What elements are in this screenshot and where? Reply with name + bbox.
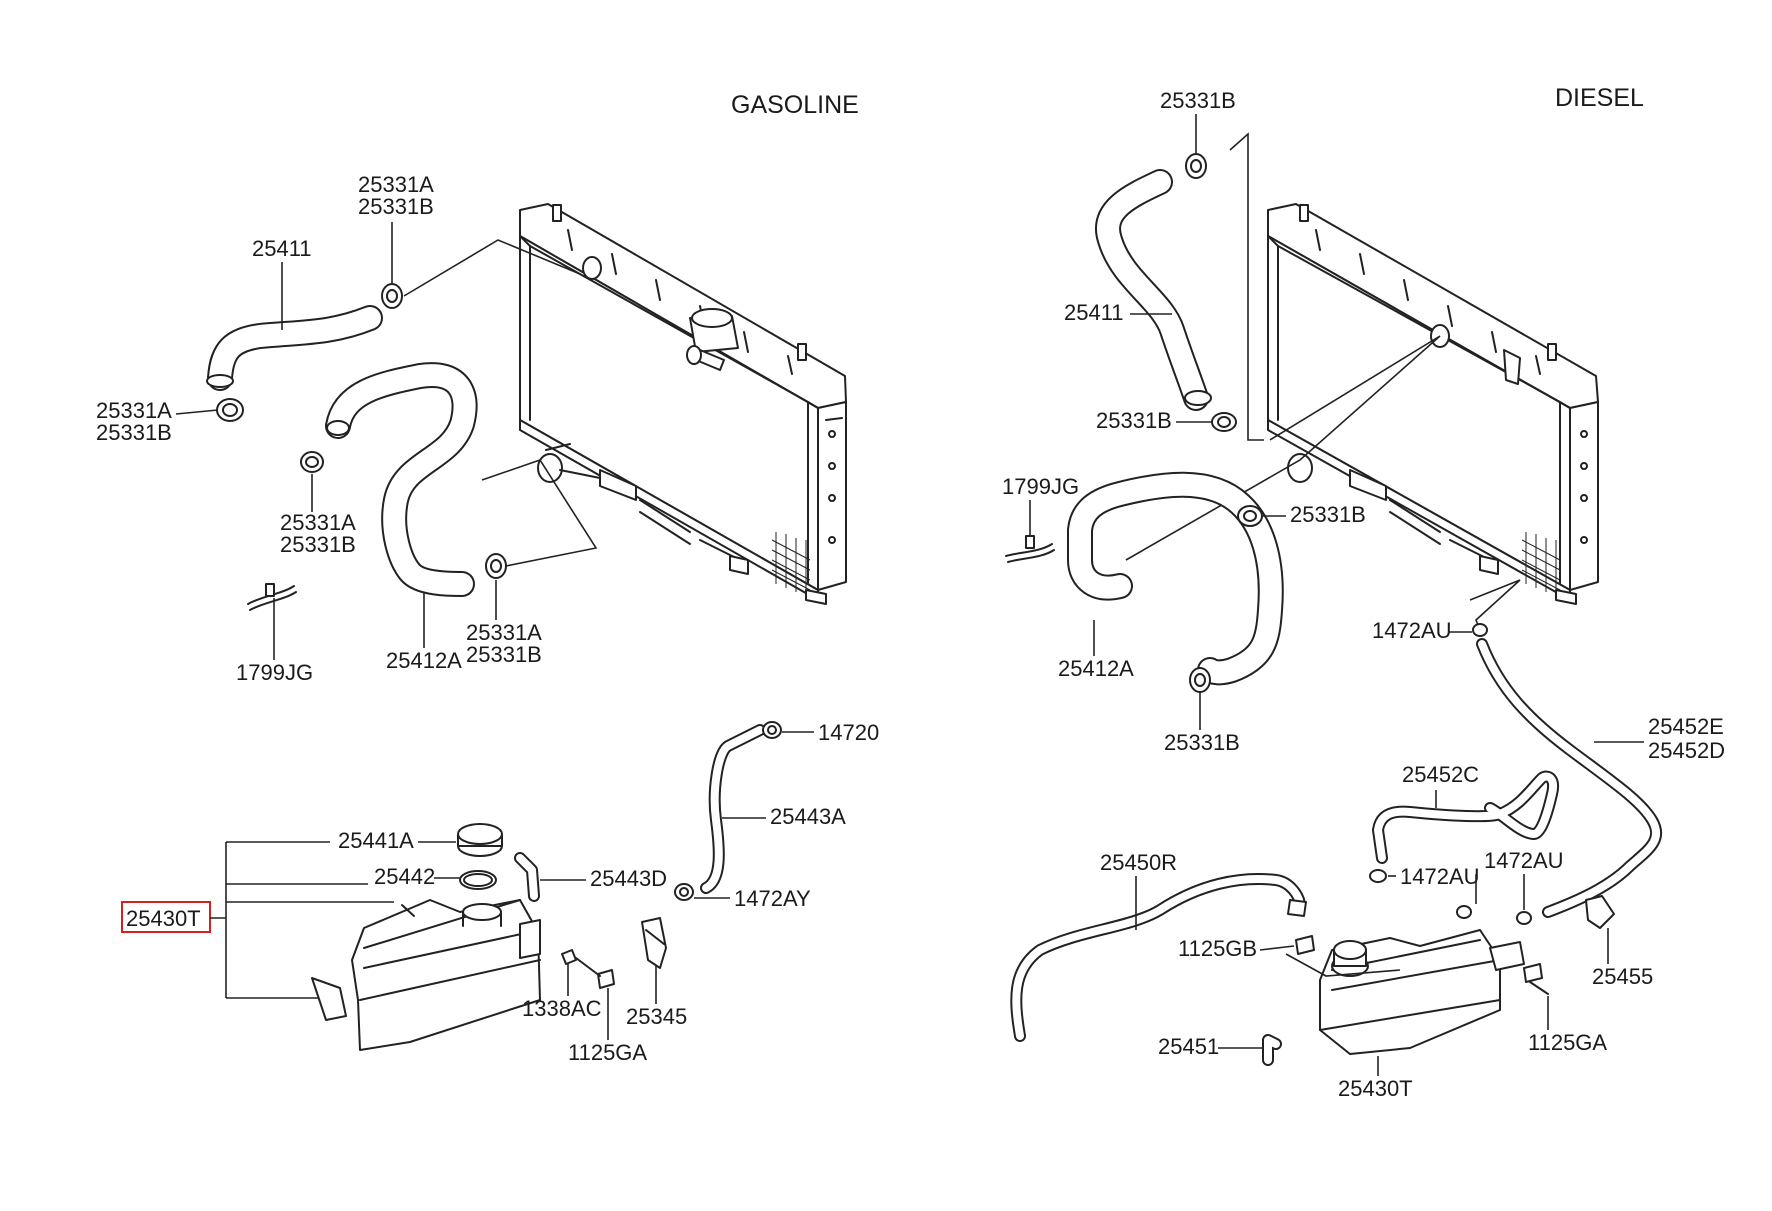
label-25331b-dmid: 25331B — [1290, 502, 1366, 527]
clip-icon — [247, 583, 297, 611]
label-25452d: 25452D — [1648, 738, 1725, 763]
label-25430t-gas[interactable]: 25430T — [126, 906, 201, 931]
hose-upper-diesel — [1095, 169, 1212, 411]
label-25345: 25345 — [626, 1004, 687, 1029]
reservoir-diesel — [1319, 929, 1525, 1055]
reservoir-gasoline — [311, 899, 541, 1051]
label-25430t-diesel: 25430T — [1338, 1076, 1413, 1101]
label-1472au-c: 1472AU — [1400, 864, 1480, 889]
clamp-icon — [674, 883, 694, 901]
bracket-icon — [1585, 895, 1615, 929]
clamp-icon — [1472, 623, 1488, 637]
nut-icon — [561, 949, 577, 965]
clamp-icon — [1211, 412, 1237, 432]
label-1472au-rad: 1472AU — [1372, 618, 1452, 643]
radiator-diesel — [1267, 203, 1599, 605]
label-1125gb: 1125GB — [1178, 936, 1257, 961]
label-25455: 25455 — [1592, 964, 1653, 989]
hose-c-diesel — [1372, 770, 1559, 864]
label-1799jg-diesel: 1799JG — [1002, 474, 1079, 499]
label-14720: 14720 — [818, 720, 879, 745]
overflow-hose-gasoline — [700, 724, 766, 894]
section-title-diesel: DIESEL — [1555, 84, 1644, 112]
clamp-icon — [485, 553, 507, 579]
bolt-icon — [1295, 935, 1315, 955]
label-1125ga-diesel: 1125GA — [1528, 1030, 1607, 1055]
clip-icon — [1005, 535, 1055, 563]
label-25441a: 25441A — [338, 828, 414, 853]
small-hose-icon — [514, 852, 540, 902]
hose-r-diesel — [1010, 873, 1307, 1042]
label-1472ay: 1472AY — [734, 886, 811, 911]
gasket-icon — [459, 870, 497, 890]
label-25452c: 25452C — [1402, 762, 1479, 787]
label-1799jg-gas: 1799JG — [236, 660, 313, 685]
clamp-icon — [1369, 869, 1387, 883]
clamp-icon — [1516, 911, 1532, 925]
clamp-icon — [1456, 905, 1472, 919]
hose-lower-diesel — [1067, 471, 1284, 686]
label-1125ga-gas: 1125GA — [568, 1040, 647, 1065]
label-25331a-mid: 25331A — [280, 510, 356, 535]
bolt-icon — [1523, 963, 1549, 995]
label-25331b-dhose: 25331B — [1096, 408, 1172, 433]
label-25331a-left: 25331A — [96, 398, 172, 423]
hose-upper-gasoline — [206, 305, 383, 391]
section-title-gasoline: GASOLINE — [731, 91, 859, 119]
label-25331b-low: 25331B — [466, 642, 542, 667]
clamp-icon — [1189, 667, 1211, 693]
label-25412a-gas: 25412A — [386, 648, 462, 673]
label-25442: 25442 — [374, 864, 435, 889]
label-1472au-tank: 1472AU — [1484, 848, 1564, 873]
label-25331b-top: 25331B — [358, 194, 434, 219]
label-1338ac: 1338AC — [522, 996, 602, 1021]
label-25412a-diesel: 25412A — [1058, 656, 1134, 681]
label-25331b-mid: 25331B — [280, 532, 356, 557]
clamp-icon — [762, 721, 782, 739]
label-25411-diesel: 25411 — [1064, 300, 1124, 325]
clamp-icon — [1237, 505, 1263, 527]
bracket-icon — [641, 917, 667, 969]
label-25443a: 25443A — [770, 804, 846, 829]
label-25331a-top: 25331A — [358, 172, 434, 197]
label-25443d: 25443D — [590, 866, 667, 891]
bolt-icon — [575, 957, 615, 989]
label-25450r: 25450R — [1100, 850, 1177, 875]
label-25451: 25451 — [1158, 1034, 1219, 1059]
clamp-icon — [216, 398, 244, 422]
label-25331b-dlow: 25331B — [1164, 730, 1240, 755]
label-25411-gas: 25411 — [252, 236, 312, 261]
label-25452e: 25452E — [1648, 714, 1724, 739]
label-25331a-low: 25331A — [466, 620, 542, 645]
hose-long-diesel — [1476, 638, 1663, 918]
clamp-icon — [381, 283, 403, 309]
hose-lower-gasoline — [325, 362, 478, 597]
clamp-icon — [1185, 153, 1207, 179]
label-25331b-dtop: 25331B — [1160, 88, 1236, 113]
small-hose-icon — [1262, 1034, 1282, 1066]
clamp-icon — [300, 451, 324, 473]
highlight-box — [121, 901, 211, 933]
label-25331b-left: 25331B — [96, 420, 172, 445]
cap-icon — [457, 823, 503, 857]
radiator-gasoline — [519, 203, 847, 605]
